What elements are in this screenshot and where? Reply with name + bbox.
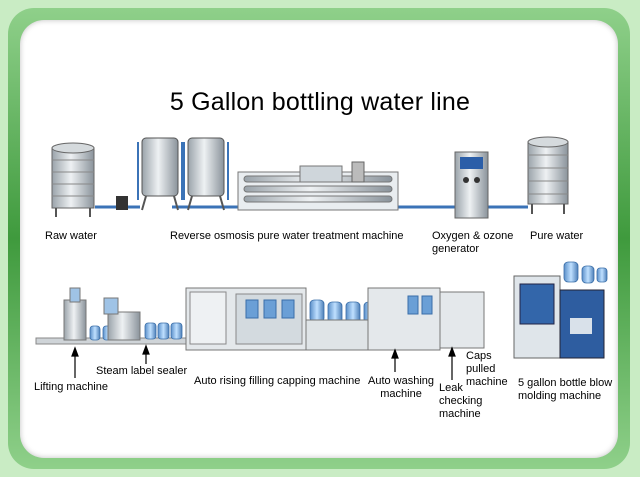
filter-tank-2 [183, 137, 229, 211]
pump [116, 196, 128, 210]
green-frame [8, 8, 630, 469]
label-reverse-osmosis: Reverse osmosis pure water treatment mac… [170, 230, 404, 242]
lifting-machine [63, 287, 87, 341]
blow-molding-machine [513, 275, 605, 359]
caps-pulled-machine [439, 291, 485, 349]
pure-water-tank [527, 136, 569, 214]
ozone-generator [454, 151, 489, 219]
label-pure-water: Pure water [530, 230, 584, 242]
label-raw-water: Raw water [45, 230, 97, 242]
content-panel [20, 20, 618, 458]
diagram-title: 5 Gallon bottling water line [169, 88, 471, 116]
pointer-arrows [71, 344, 456, 380]
label-lifting-machine: Lifting machine [34, 381, 108, 393]
blown-bottles [563, 261, 608, 284]
filter-tank-1 [137, 137, 183, 211]
steam-label-sealer [103, 297, 141, 341]
filling-capping-machine [185, 287, 307, 351]
leak-checking-machine [367, 287, 441, 351]
bottles-row [89, 322, 183, 341]
reverse-osmosis-unit [237, 161, 399, 211]
label-filling-capping: Auto rising filling capping machine [194, 375, 361, 387]
label-steam-label-sealer: Steam label sealer [96, 365, 188, 377]
raw-water-tank [51, 142, 95, 217]
